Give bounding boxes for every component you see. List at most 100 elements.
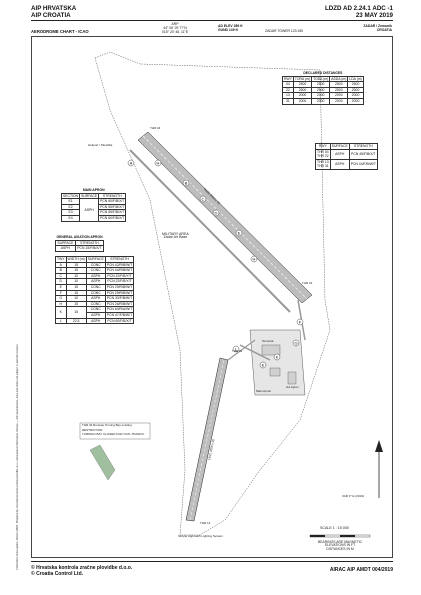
ga-apron-label: GA Apron (286, 385, 299, 389)
thr22-label: THR 22 (302, 281, 313, 285)
hangar-building (269, 367, 281, 377)
twy-l (227, 339, 256, 361)
heliport-label: Heliport / Plovidba (88, 143, 113, 147)
scale-label: SCALE 1 : 15 000 (320, 526, 349, 530)
magnetic-variation-label: VAR 3° E (2019) (342, 494, 364, 498)
arp-block: ARP 44° 06' 29 77"N 015° 20' 46, 11"E (162, 22, 188, 34)
tower-frequency: ZADAR TOWER 123.150 (265, 29, 304, 33)
terminal-label: Terminal (262, 339, 274, 343)
restriction-label-c: TURNING BAY CLOSED FOR CIVIL TRAFFIC (82, 432, 145, 436)
twy-marker-b-label: B (185, 181, 188, 186)
restriction-label-a: THR 04 Runway Turning Bay existing (82, 423, 132, 427)
twy-marker-d (212, 209, 220, 217)
chart-date: 23 MAY 2019 (355, 12, 393, 19)
units-note: BEARINGS ARE MAGNETIC ELEVATIONS IN FT D… (318, 540, 363, 551)
twy-marker-h1-label: H (157, 161, 160, 166)
twy-marker-k-label: K (276, 355, 279, 360)
declared-distances-caption: DECLARED DISTANCES (303, 71, 343, 75)
twy-marker-a (127, 159, 135, 167)
thr04-label: THR 04 (150, 126, 161, 130)
north-arrow-icon (375, 440, 383, 498)
twy-marker-b (182, 179, 190, 187)
twy-marker-l (232, 345, 240, 353)
terminal-building (261, 344, 281, 356)
twy-marker-h2 (250, 255, 258, 263)
twy-marker-e2 (259, 361, 267, 369)
header-right: LDZD AD 2.24.1 ADC -1 23 MAY 2019 (325, 5, 393, 19)
twy-marker-c-label: C (202, 197, 205, 202)
declared-distances-header: RWY TORA (m) TODA (m) ASDA (m) LDA (m) (282, 75, 364, 83)
aerodrome-boundary (94, 51, 331, 536)
twy-marker-k (273, 353, 281, 361)
turning-bay (89, 444, 116, 481)
twy-marker-g-label: G (294, 341, 297, 346)
twy-marker-c (199, 195, 207, 203)
location-block: ZADAR / Zemunik CROATIA (363, 24, 392, 32)
restriction-label-b: RESTRICTION: (82, 428, 104, 432)
twy-marker-f-label: F (299, 320, 302, 325)
taxiway-parallel (129, 149, 291, 313)
twy-marker-a-label: A (130, 161, 133, 166)
runway-04-22 (137, 131, 313, 304)
footer-amendment: AIRAC AIP AMDT 004/2019 (329, 567, 393, 573)
declared-distances-table: DECLARED DISTANCES RWY TORA (m) TODA (m)… (282, 71, 364, 105)
runway-13-31 (185, 357, 229, 522)
lighting-system-label: Simple Approach Lighting System (178, 534, 223, 538)
header-left: AIP HRVATSKA AIP CROATIA (31, 5, 76, 19)
footer-copyright: © Hrvatska kontrola zračne plovidbe d.o.… (31, 565, 133, 577)
elevation-block: AD ELEV 289 ft GUND 149 ft (218, 24, 243, 32)
aip-hrvatska: AIP HRVATSKA (31, 5, 77, 12)
twy-marker-e-label: E (238, 231, 241, 236)
ga-apron-caption: GENERAL AVIATION APRON (56, 235, 103, 239)
twy-marker-h2-label: H (253, 257, 256, 262)
military-area-label: MILITARY AREA Zadar Air Base (162, 232, 189, 240)
twy-marker-h1 (154, 159, 162, 167)
chart-title: AERODROME CHART - ICAO (31, 29, 89, 34)
twy-marker-e (235, 229, 243, 237)
thr13-label: THR 13 (200, 521, 211, 525)
chart-frame (31, 36, 393, 558)
runway-strength-header: RWY SURFACE STRENGTH (315, 143, 378, 150)
twy-marker-e2-label: E (262, 363, 265, 368)
twy-marker-l-label: L (235, 347, 238, 352)
main-apron-caption: MAIN APRON (82, 188, 105, 192)
twy-markers: A B C D E H H F G K L E (127, 159, 304, 369)
chart-code: LDZD AD 2.24.1 ADC -1 (325, 5, 393, 12)
aip-croatia: AIP CROATIA (31, 12, 71, 19)
restriction-box (79, 422, 151, 440)
ga-apron-building (287, 371, 297, 385)
main-apron-label: Main Apron (256, 389, 272, 393)
twy-marker-d-label: D (215, 211, 218, 216)
footer-rule (31, 561, 393, 562)
twy-marker-f (296, 318, 304, 326)
twy-marker-g (292, 339, 300, 347)
thr31-label: THR 31 (232, 349, 243, 353)
